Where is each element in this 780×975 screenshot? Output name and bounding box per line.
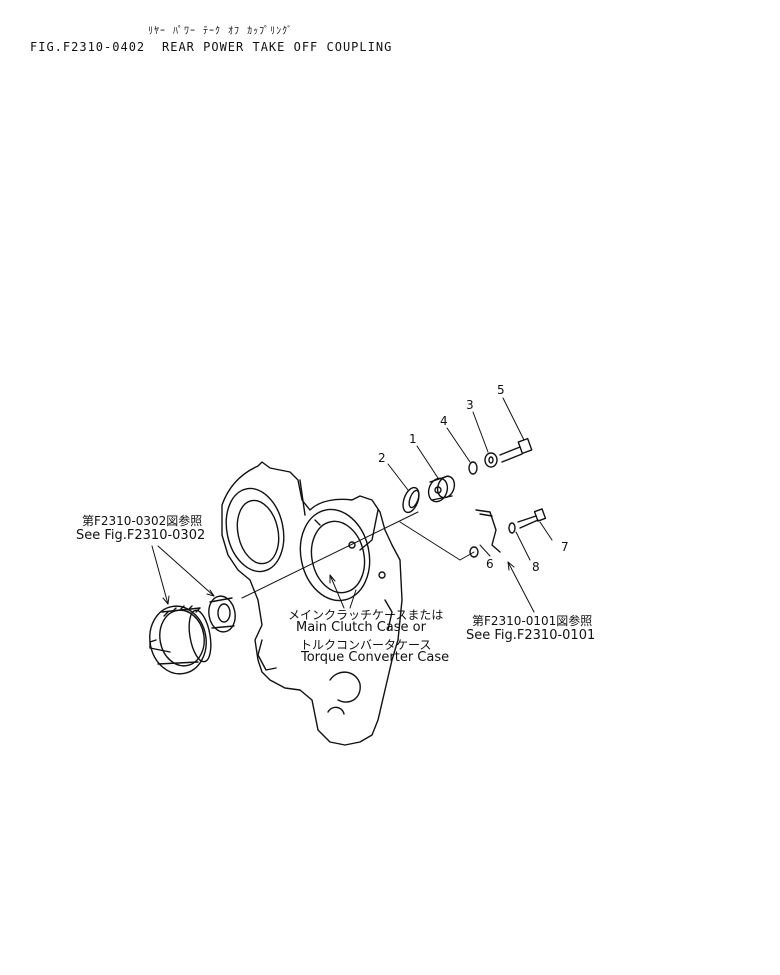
pipe [475, 509, 501, 553]
part-number-8: 8 [532, 560, 540, 574]
bearing-part-1 [427, 475, 456, 503]
part-number-3: 3 [466, 398, 474, 412]
figure-number: FIG.F2310-0402 [30, 40, 146, 54]
bolt-part-7 [517, 508, 547, 529]
part-number-4: 4 [440, 414, 448, 428]
case-label-english-2: Torque Converter Case [301, 650, 450, 665]
seal-part-2 [402, 486, 420, 514]
nut-part-6 [469, 546, 479, 558]
coupling-hub [208, 595, 236, 633]
bolt-part-5 [499, 437, 533, 463]
part-number-5: 5 [497, 383, 505, 397]
ref-0101-english: See Fig.F2310-0101 [466, 628, 596, 643]
case-label-japanese-1: メインクラッチケースまたは [288, 608, 444, 622]
part-number-2: 2 [378, 451, 386, 465]
washer-part-8 [508, 522, 516, 534]
case-label-english-1: Main Clutch Case or [296, 620, 426, 635]
figure-title: REAR POWER TAKE OFF COUPLING [162, 40, 393, 54]
part-number-1: 1 [409, 432, 417, 446]
washer-part-3 [484, 452, 498, 468]
coupling-gear [149, 605, 212, 675]
ref-0302-english: See Fig.F2310-0302 [76, 528, 206, 543]
case-label-japanese-2: トルクコンバータケース [300, 638, 432, 652]
part-number-6: 6 [486, 557, 494, 571]
o-ring-part-4 [468, 461, 478, 475]
ref-0101-japanese: 第F2310-0101図参照 [472, 614, 593, 628]
part-number-7: 7 [561, 540, 569, 554]
clutch-case-housing [221, 461, 403, 746]
kana-title: ﾘﾔｰ ﾊﾟﾜｰ ﾃｰｸ ｵﾌ ｶｯﾌﾟﾘﾝｸﾞ [148, 26, 294, 37]
ref-0302-japanese: 第F2310-0302図参照 [82, 514, 203, 528]
